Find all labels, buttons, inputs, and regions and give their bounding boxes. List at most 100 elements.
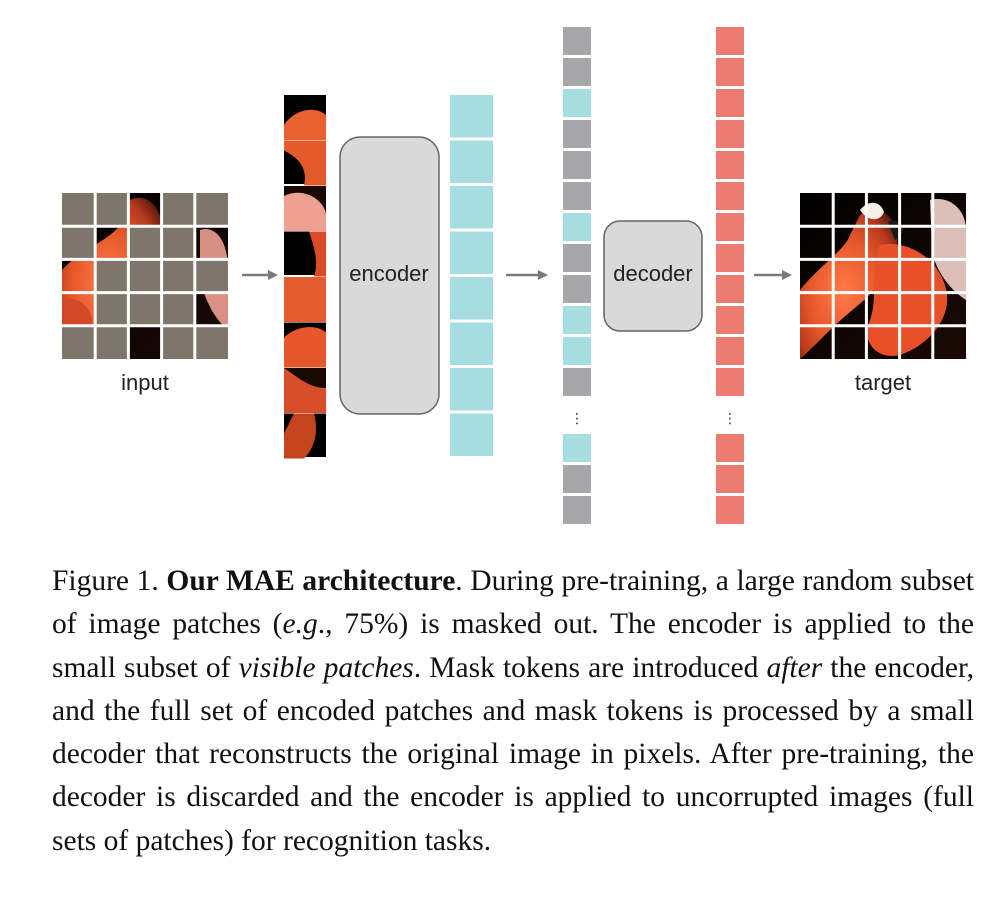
caption-title: Our MAE architecture [166, 565, 456, 597]
target-image [800, 193, 966, 359]
input-mask-patches [62, 193, 228, 359]
caption-text-4: the encoder, and the full set of en­code… [52, 651, 974, 857]
patch-content [284, 109, 326, 140]
visible-patch-column [284, 95, 326, 459]
patch-content [284, 277, 326, 322]
masked-patch [95, 193, 129, 227]
mask-token [563, 275, 591, 303]
masked-patch [95, 292, 129, 326]
visible-patch [284, 231, 326, 277]
decoder-output-column [716, 27, 744, 524]
visible-patch [284, 186, 326, 231]
masked-patch [161, 325, 195, 359]
decoder-label: decoder [613, 261, 693, 286]
encoder-label: encoder [349, 261, 429, 286]
decoder-output-token [716, 434, 744, 462]
mae-architecture-diagram: input encoder ⋮ decoder ⋮ [62, 27, 966, 524]
decoder-output-token [716, 337, 744, 365]
masked-patch [194, 325, 228, 359]
masked-patch [161, 292, 195, 326]
masked-patch [95, 259, 129, 293]
masked-patch [161, 193, 195, 227]
masked-patch [62, 226, 96, 260]
caption-after: after [766, 651, 823, 684]
patch-content [284, 140, 326, 186]
encoded-token [563, 337, 591, 365]
decoder-output-token [716, 182, 744, 210]
visible-patch [284, 413, 326, 459]
encoded-token [450, 95, 493, 138]
mask-token [563, 182, 591, 210]
patch-content [284, 327, 326, 368]
decoder-block: decoder [603, 220, 703, 332]
caption-figure-number: Figure 1. [52, 565, 159, 597]
decoder-output-token [716, 306, 744, 334]
decoder-output-token [716, 89, 744, 117]
decoder-output-token [716, 465, 744, 493]
mask-token [563, 120, 591, 148]
decoder-output-token [716, 120, 744, 148]
full-token-column [563, 27, 591, 524]
mask-token [563, 496, 591, 524]
decoder-output-token [716, 27, 744, 55]
diagram-canvas: input encoder ⋮ decoder ⋮ [62, 27, 966, 524]
mask-token [563, 244, 591, 272]
mask-token [563, 151, 591, 179]
mask-token [563, 27, 591, 55]
masked-patch [194, 259, 228, 293]
mask-token [563, 58, 591, 86]
masked-patch [161, 226, 195, 260]
input-label: input [121, 370, 169, 395]
encoded-token [450, 368, 493, 411]
caption-visible-patches: visible patches [238, 651, 414, 684]
caption-text-1: . During pre-training, a large random su… [52, 565, 974, 641]
masked-patch [128, 292, 162, 326]
decoder-output-token [716, 496, 744, 524]
caption-text-3: . Mask tokens are introduced [413, 651, 767, 684]
encoded-token [450, 322, 493, 365]
encoded-token [563, 434, 591, 462]
visible-patch [284, 95, 326, 140]
mask-token [563, 465, 591, 493]
patch-content [284, 413, 316, 459]
decoder-output-token [716, 275, 744, 303]
patch-content [284, 368, 326, 413]
caption-eg: e.g [282, 608, 318, 641]
decoder-output-token [716, 368, 744, 396]
masked-patch [128, 259, 162, 293]
mask-token [563, 368, 591, 396]
encoded-token-column [450, 95, 493, 456]
encoded-token [450, 413, 493, 456]
masked-patch [62, 193, 96, 227]
token-ellipsis-right: ⋮ [723, 411, 737, 427]
visible-patch [284, 277, 326, 322]
encoded-token [563, 306, 591, 334]
visible-patch [284, 322, 326, 368]
visible-patch [284, 140, 326, 186]
masked-patch [62, 325, 96, 359]
figure-caption: Figure 1. Our MAE architecture. During p… [52, 560, 974, 863]
encoded-token [450, 231, 493, 274]
token-ellipsis-left: ⋮ [570, 411, 584, 427]
masked-patch [95, 325, 129, 359]
encoder-block: encoder [339, 136, 440, 415]
masked-patch [161, 259, 195, 293]
encoded-token [563, 213, 591, 241]
encoded-token [450, 277, 493, 320]
encoded-token [450, 186, 493, 229]
decoder-output-token [716, 213, 744, 241]
decoder-output-token [716, 151, 744, 179]
masked-patch [128, 226, 162, 260]
target-grid-lines [800, 193, 966, 359]
patch-content [284, 192, 326, 231]
caption-text-2: ., 75%) is masked out. The encoder is ap… [52, 608, 974, 684]
patch-content [309, 231, 326, 277]
encoded-token [450, 140, 493, 183]
input-image [62, 193, 228, 359]
encoded-token [563, 89, 591, 117]
decoder-output-token [716, 58, 744, 86]
decoder-output-token [716, 244, 744, 272]
visible-patch [284, 368, 326, 413]
input-grid-lines [62, 193, 228, 359]
masked-patch [194, 193, 228, 227]
